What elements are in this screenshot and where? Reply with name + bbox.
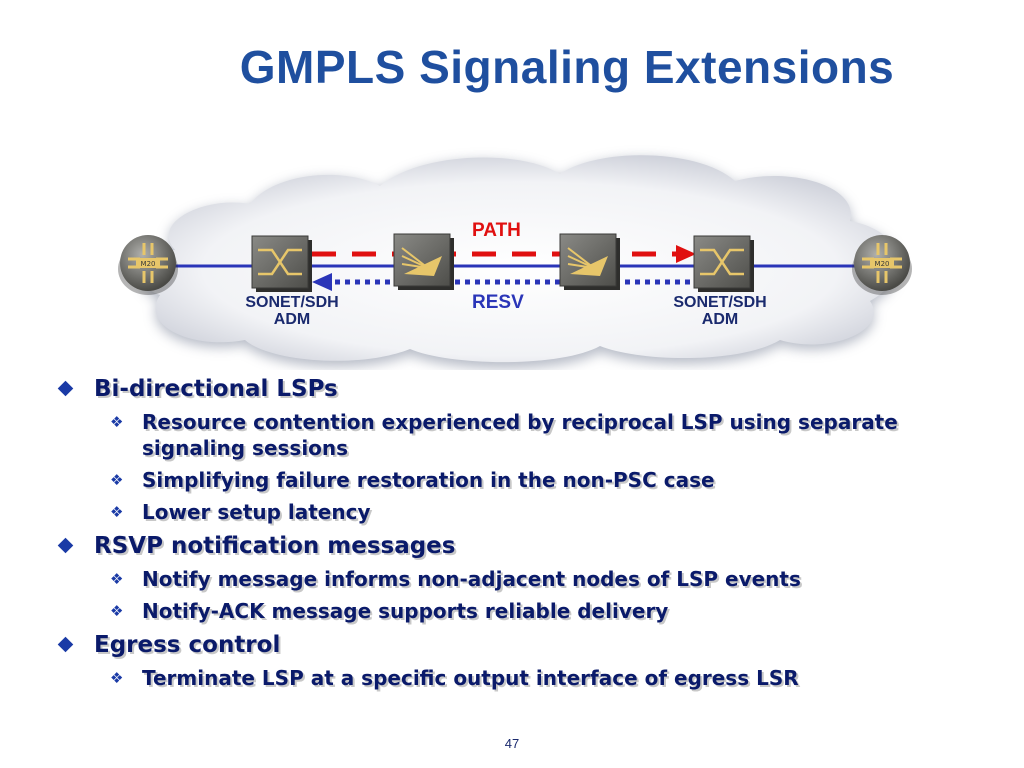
router-left-label: M20 <box>141 260 156 268</box>
router-left-icon: M20 <box>118 235 178 295</box>
sub-bullet-item: ❖ Notify-ACK message supports reliable d… <box>110 599 669 623</box>
diagram-graphic: M20 M20 <box>118 155 912 369</box>
router-right-icon: M20 <box>852 235 912 295</box>
four-diamond-bullet-icon: ❖ <box>110 503 124 521</box>
sub-bullet-item: ❖ Simplifying failure restoration in the… <box>110 468 715 492</box>
bullet-item: RSVP notification messages <box>52 532 982 560</box>
cloud-shape <box>142 155 899 369</box>
diamond-bullet-icon <box>57 537 74 554</box>
path-label: PATH <box>472 220 521 241</box>
sub-bullet-item: ❖ Resource contention experienced by rec… <box>110 410 898 460</box>
sub-bullet-item: ❖ Lower setup latency <box>110 500 371 524</box>
four-diamond-bullet-icon: ❖ <box>110 413 124 431</box>
page-number: 47 <box>504 736 520 751</box>
adm-right-line2: ADM <box>701 311 739 328</box>
sub-bullet-item: ❖ Terminate LSP at a specific output int… <box>110 666 799 690</box>
diamond-bullet-icon <box>57 380 74 397</box>
four-diamond-bullet-icon: ❖ <box>110 602 124 620</box>
bullet-item: Egress control <box>52 631 982 659</box>
adm-left-line2: ADM <box>273 311 311 328</box>
optical-switch-2-icon <box>559 233 620 290</box>
sub-bullet-item: ❖ Notify message informs non-adjacent no… <box>110 567 801 591</box>
adm-right-label: SONET/SDH ADM <box>655 294 785 328</box>
bullet-item: Bi-directional LSPs <box>52 375 982 403</box>
adm-left-label: SONET/SDH ADM <box>227 294 357 328</box>
adm-left-icon <box>251 235 312 292</box>
adm-right-line1: SONET/SDH <box>673 294 767 311</box>
path-arrow <box>312 245 696 263</box>
four-diamond-bullet-icon: ❖ <box>110 669 124 687</box>
bullet-list: Bi-directional LSPs ❖ Resource contentio… <box>52 368 982 691</box>
diamond-bullet-icon <box>57 636 74 653</box>
four-diamond-bullet-icon: ❖ <box>110 570 124 588</box>
four-diamond-bullet-icon: ❖ <box>110 471 124 489</box>
optical-switch-1-icon <box>393 233 454 290</box>
adm-right-icon <box>693 235 754 292</box>
network-diagram: M20 M20 <box>0 130 1024 370</box>
slide-title: GMPLS Signaling Extensions <box>239 41 895 93</box>
router-right-label: M20 <box>875 260 890 268</box>
resv-label: RESV <box>472 292 524 313</box>
adm-left-line1: SONET/SDH <box>245 294 339 311</box>
resv-arrow <box>312 273 700 291</box>
